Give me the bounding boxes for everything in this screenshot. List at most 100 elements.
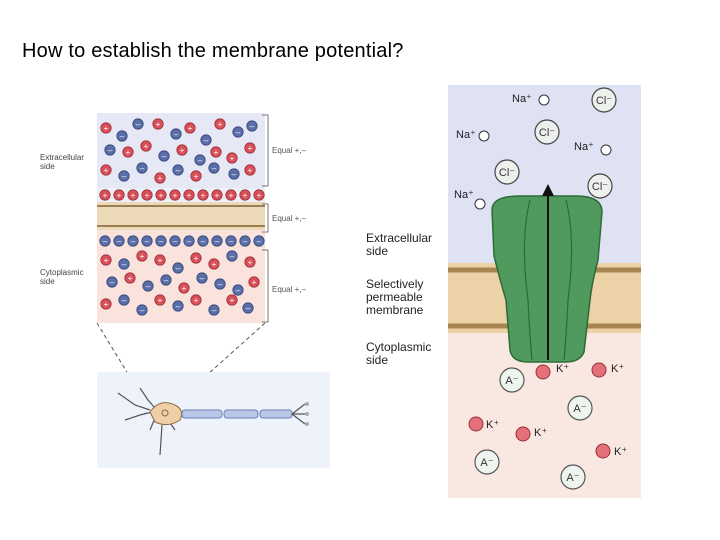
charge-sign: – (176, 302, 181, 311)
positive-charge-icon (100, 164, 112, 176)
charge-sign: + (131, 191, 136, 200)
sodium-ion-icon (538, 94, 550, 106)
positive-charge-icon (239, 189, 251, 201)
negative-charge-icon (106, 276, 118, 288)
positive-charge-icon (124, 272, 136, 284)
charge-sign: – (108, 146, 113, 155)
charge-sign: – (250, 122, 255, 131)
charge-sign: + (257, 191, 262, 200)
positive-charge-icon (154, 254, 166, 266)
ion-label: Na⁺ (456, 129, 476, 141)
negative-charge-icon (194, 154, 206, 166)
negative-charge-icon (228, 168, 240, 180)
negative-charge-icon (136, 304, 148, 316)
charge-sign: + (229, 191, 234, 200)
positive-charge-icon (226, 152, 238, 164)
membrane-label-right: Selectively permeable membrane (366, 277, 424, 317)
charge-sign: + (180, 146, 185, 155)
positive-charge-icon (190, 294, 202, 306)
potassium-ion-icon (515, 426, 531, 442)
negative-charge-icon (141, 235, 153, 247)
negative-charge-icon (239, 235, 251, 247)
negative-charge-icon (127, 235, 139, 247)
negative-charge-icon (242, 302, 254, 314)
charge-sign: + (194, 172, 199, 181)
potassium-ion-icon (591, 362, 607, 378)
charge-sign: – (201, 237, 206, 246)
ion-label: K⁺ (611, 363, 624, 375)
positive-charge-icon (248, 276, 260, 288)
charge-sign: – (136, 120, 141, 129)
charge-sign: – (140, 164, 145, 173)
positive-charge-icon (211, 189, 223, 201)
positive-charge-icon (178, 282, 190, 294)
charge-sign: + (201, 191, 206, 200)
negative-charge-icon (183, 235, 195, 247)
negative-charge-icon (208, 304, 220, 316)
anion-icon (567, 395, 593, 421)
charge-sign: – (140, 306, 145, 315)
positive-charge-icon (152, 118, 164, 130)
charge-sign: + (194, 254, 199, 263)
negative-charge-icon (211, 235, 223, 247)
charge-sign: + (194, 296, 199, 305)
charge-sign: + (248, 166, 253, 175)
potassium-ion-icon (595, 443, 611, 459)
charge-sign: + (158, 256, 163, 265)
charge-sign: + (104, 166, 109, 175)
equal-label-top: Equal +,– (272, 146, 307, 155)
ion-label: Cl⁻ (499, 167, 515, 179)
charge-sign: – (198, 156, 203, 165)
outer-charge-layer (97, 188, 265, 202)
ion-label: K⁺ (534, 427, 547, 439)
charge-sign: – (246, 304, 251, 313)
positive-charge-icon (244, 256, 256, 268)
negative-charge-icon (232, 284, 244, 296)
charge-sign: + (248, 258, 253, 267)
ion-label: A⁻ (505, 375, 518, 387)
charge-sign: + (158, 174, 163, 183)
negative-charge-icon (142, 280, 154, 292)
charge-sign: + (103, 191, 108, 200)
charge-sign: + (140, 252, 145, 261)
charge-sign: – (212, 164, 217, 173)
ion-label: Cl⁻ (596, 95, 612, 107)
positive-charge-icon (197, 189, 209, 201)
left-ions: +––+–+–+–––++–+–++++––+–+––+++++++++++++… (99, 118, 265, 316)
charge-sign: – (110, 278, 115, 287)
negative-charge-icon (155, 235, 167, 247)
charge-sign: – (218, 280, 223, 289)
negative-charge-icon (170, 128, 182, 140)
negative-charge-icon (196, 272, 208, 284)
positive-charge-icon (100, 122, 112, 134)
anion-icon (474, 449, 500, 475)
positive-charge-icon (122, 146, 134, 158)
charge-sign: + (248, 144, 253, 153)
charge-sign: + (214, 148, 219, 157)
charge-sign: – (230, 252, 235, 261)
right-ions: Na⁺Na⁺Na⁺Na⁺Cl⁻Cl⁻Cl⁻Cl⁻K⁺K⁺K⁺K⁺K⁺A⁻A⁻A⁻… (454, 87, 627, 490)
potassium-ion-icon (468, 416, 484, 432)
charge-sign: – (146, 282, 151, 291)
negative-charge-icon (197, 235, 209, 247)
sodium-ion-icon (474, 198, 486, 210)
charge-sign: + (187, 191, 192, 200)
positive-charge-icon (226, 294, 238, 306)
charge-sign: + (158, 296, 163, 305)
charge-sign: + (117, 191, 122, 200)
ion-label: K⁺ (556, 363, 569, 375)
charge-sign: + (144, 142, 149, 151)
charge-sign: – (103, 237, 108, 246)
charge-sign: – (204, 136, 209, 145)
extracellular-side-label-left: Extracellular side (40, 153, 85, 171)
negative-charge-icon (118, 294, 130, 306)
charge-sign: – (232, 170, 237, 179)
negative-charge-icon (214, 278, 226, 290)
extracellular-side-label-right: Extracellular side (366, 231, 433, 258)
negative-charge-icon (99, 235, 111, 247)
ion-label: Na⁺ (512, 93, 532, 105)
equal-label-middle: Equal +,– (272, 214, 307, 223)
charge-sign: – (200, 274, 205, 283)
